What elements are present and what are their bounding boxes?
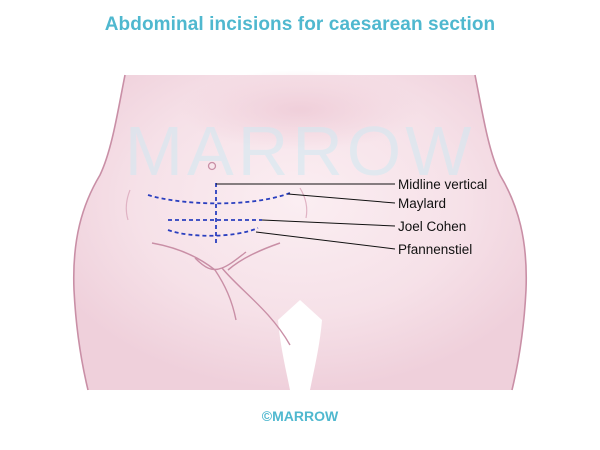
right-iliac-hint — [299, 187, 308, 219]
waist-shading — [180, 70, 420, 150]
footer-logo: ©MARROW — [0, 408, 600, 424]
left-iliac-hint — [125, 189, 131, 221]
midline-vertical-label: Midline vertical — [398, 177, 487, 192]
pfannenstiel-incision — [167, 227, 259, 237]
right-groin-line — [227, 242, 281, 271]
joel-cohen-leader — [261, 219, 396, 227]
left-inner-thigh — [214, 269, 237, 321]
joel-cohen-label: Joel Cohen — [398, 219, 466, 234]
right-body-contour — [474, 74, 528, 391]
copyright-symbol: © — [261, 408, 273, 424]
maylard-incision — [147, 192, 291, 205]
lower-left-inner-thigh — [221, 267, 291, 346]
left-body-contour — [72, 74, 126, 391]
maylard-label: Maylard — [398, 196, 446, 211]
footer-brand: MARROW — [272, 408, 339, 424]
page-title: Abdominal incisions for caesarean sectio… — [104, 14, 496, 35]
navel — [207, 161, 217, 171]
torso-silhouette — [73, 75, 527, 390]
maylard-leader — [287, 193, 396, 204]
left-groin-line — [151, 242, 216, 271]
watermark-text: MARROW — [125, 112, 476, 190]
pfannenstiel-label: Pfannenstiel — [398, 242, 472, 257]
pfannenstiel-leader — [255, 231, 396, 250]
